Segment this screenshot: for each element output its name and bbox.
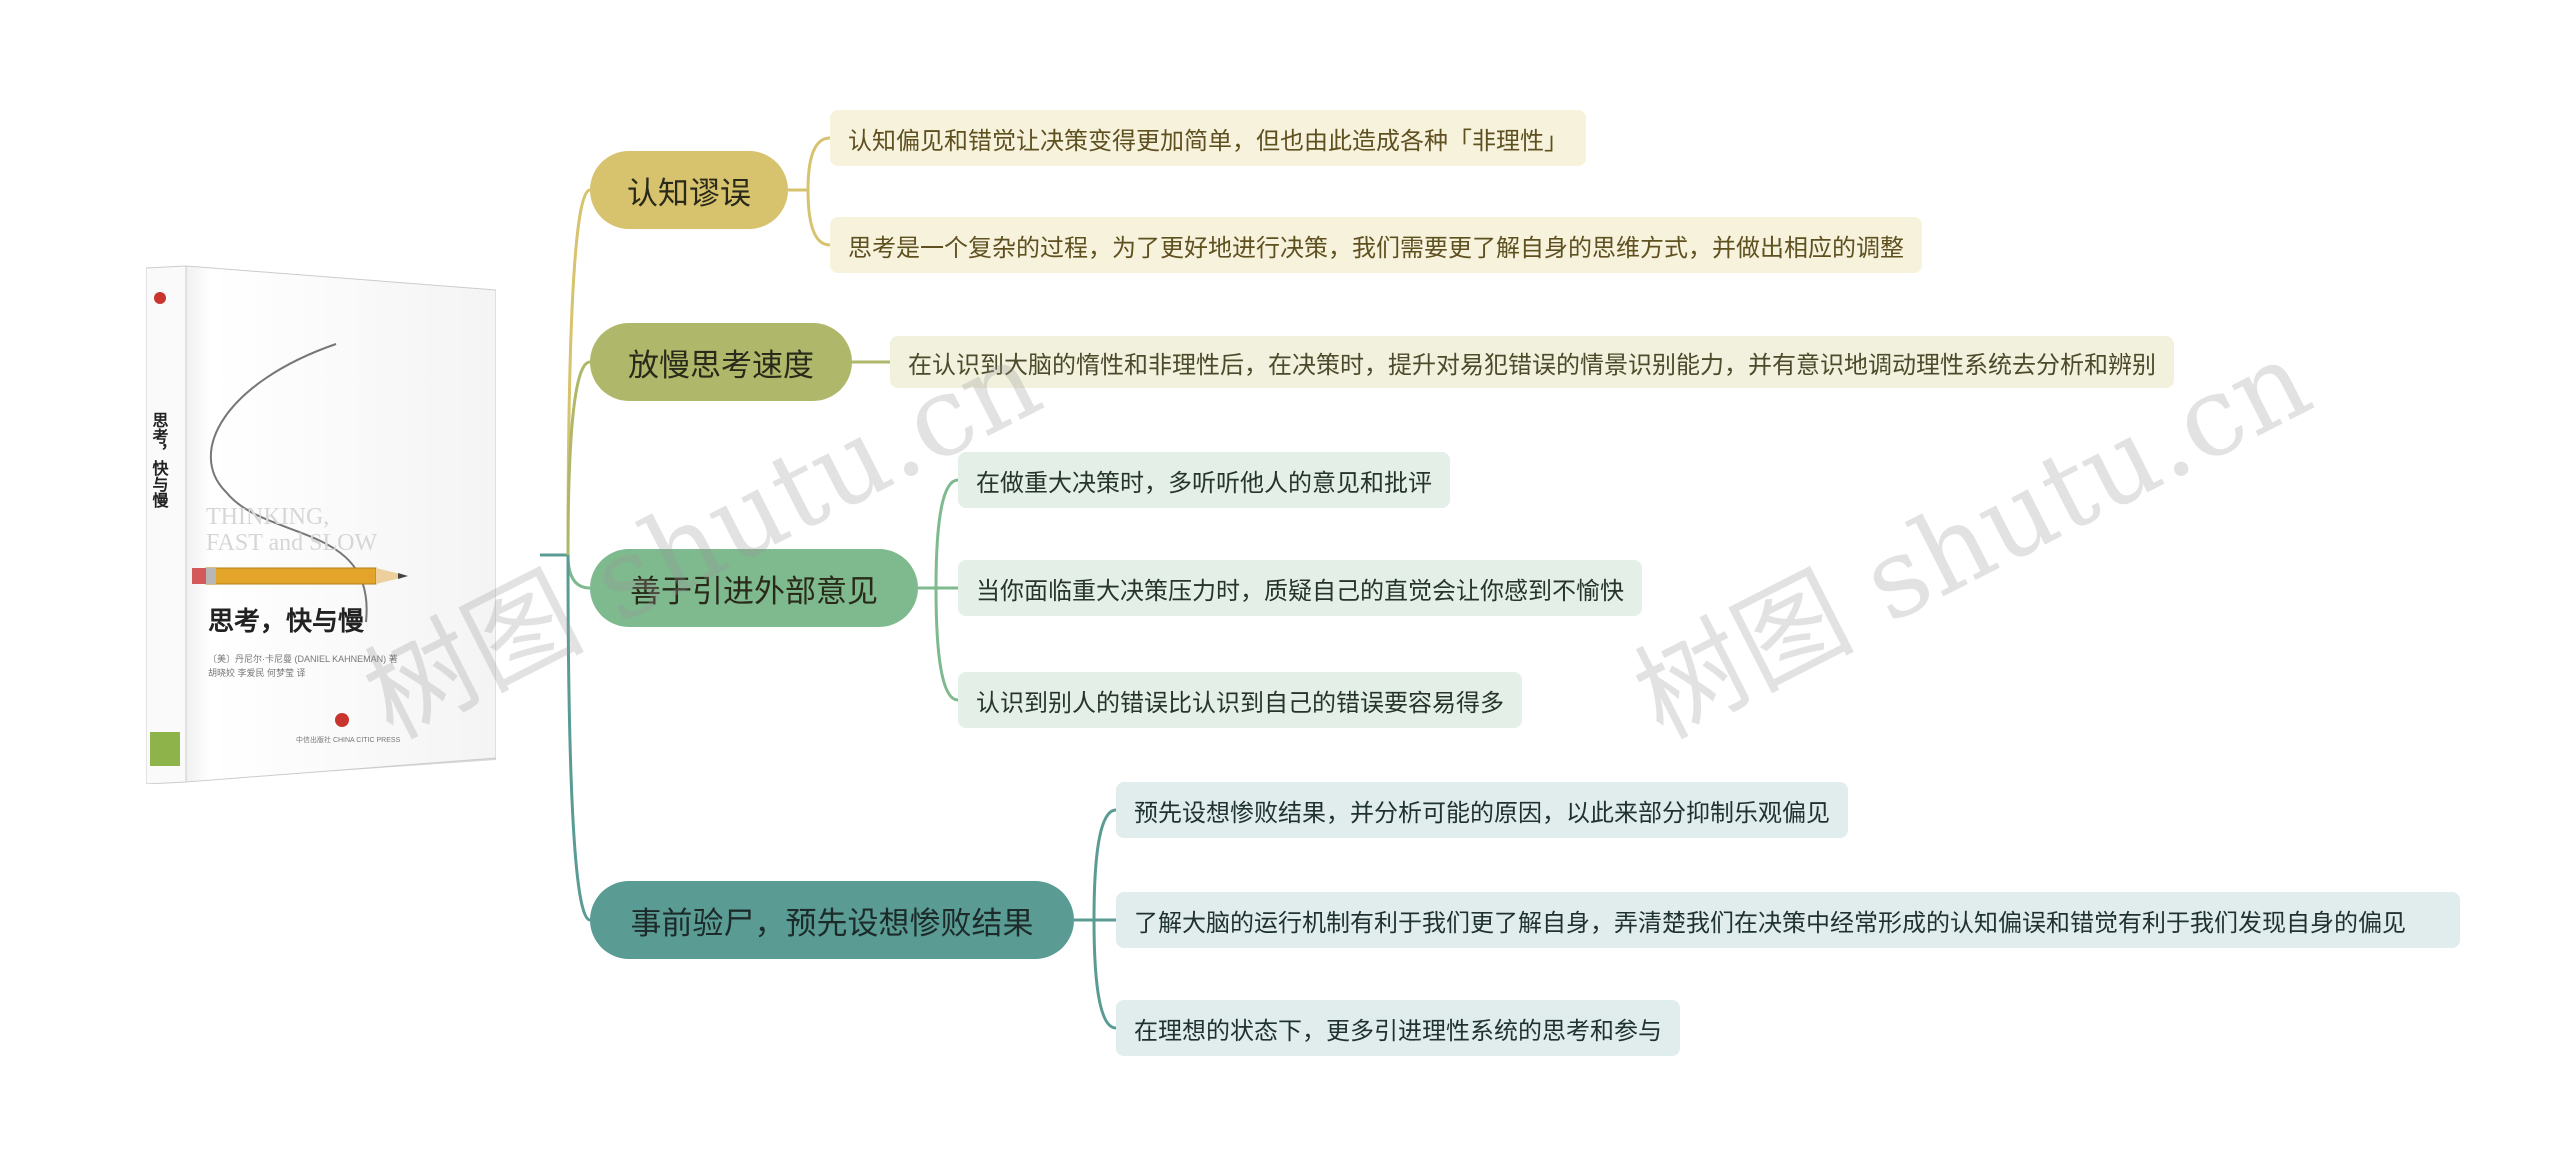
leaf-engage-rational-system[interactable]: 在理想的状态下，更多引进理性系统的思考和参与 bbox=[1116, 1000, 1680, 1056]
book-cover-image: THINKING, FAST and SLOW 思考，快与慢 思考，快与慢 〔美… bbox=[145, 262, 497, 785]
leaf-thinking-complex-process[interactable]: 思考是一个复杂的过程，为了更好地进行决策，我们需要更了解自身的思维方式，并做出相… bbox=[830, 217, 1922, 273]
svg-text:〔美〕丹尼尔·卡尼曼 (DANIEL KAHNEMAN) 著: 〔美〕丹尼尔·卡尼曼 (DANIEL KAHNEMAN) 著 bbox=[208, 653, 398, 664]
svg-text:FAST and SLOW: FAST and SLOW bbox=[206, 530, 377, 556]
leaf-listen-to-others[interactable]: 在做重大决策时，多听听他人的意见和批评 bbox=[958, 452, 1450, 508]
leaf-bias-simplifies-decisions[interactable]: 认知偏见和错觉让决策变得更加简单，但也由此造成各种「非理性」 bbox=[830, 110, 1586, 166]
svg-text:思考，快与慢: 思考，快与慢 bbox=[150, 412, 169, 509]
svg-text:中信出版社 CHINA CITIC PRESS: 中信出版社 CHINA CITIC PRESS bbox=[296, 735, 401, 744]
leaf-recognize-error-situations[interactable]: 在认识到大脑的惰性和非理性后，在决策时，提升对易犯错误的情景识别能力，并有意识地… bbox=[890, 336, 2174, 388]
leaf-imagine-failure[interactable]: 预先设想惨败结果，并分析可能的原因，以此来部分抑制乐观偏见 bbox=[1116, 782, 1848, 838]
svg-text:思考，快与慢: 思考，快与慢 bbox=[208, 607, 365, 636]
branch-outside-opinions[interactable]: 善于引进外部意见 bbox=[590, 549, 918, 627]
leaf-others-errors-easier[interactable]: 认识到别人的错误比认识到自己的错误要容易得多 bbox=[958, 672, 1522, 728]
svg-text:胡晓姣 李爱民 何梦莹 译: 胡晓姣 李爱民 何梦莹 译 bbox=[208, 667, 306, 678]
branch-slow-down-thinking[interactable]: 放慢思考速度 bbox=[590, 323, 852, 401]
book-title-english: THINKING, bbox=[206, 504, 329, 530]
leaf-question-intuition[interactable]: 当你面临重大决策压力时，质疑自己的直觉会让你感到不愉快 bbox=[958, 560, 1642, 616]
branch-premortem[interactable]: 事前验尸，预先设想惨败结果 bbox=[590, 881, 1074, 959]
leaf-understand-brain[interactable]: 了解大脑的运行机制有利于我们更了解自身，弄清楚我们在决策中经常形成的认知偏误和错… bbox=[1116, 892, 2460, 948]
branch-cognitive-bias[interactable]: 认知谬误 bbox=[590, 151, 788, 229]
